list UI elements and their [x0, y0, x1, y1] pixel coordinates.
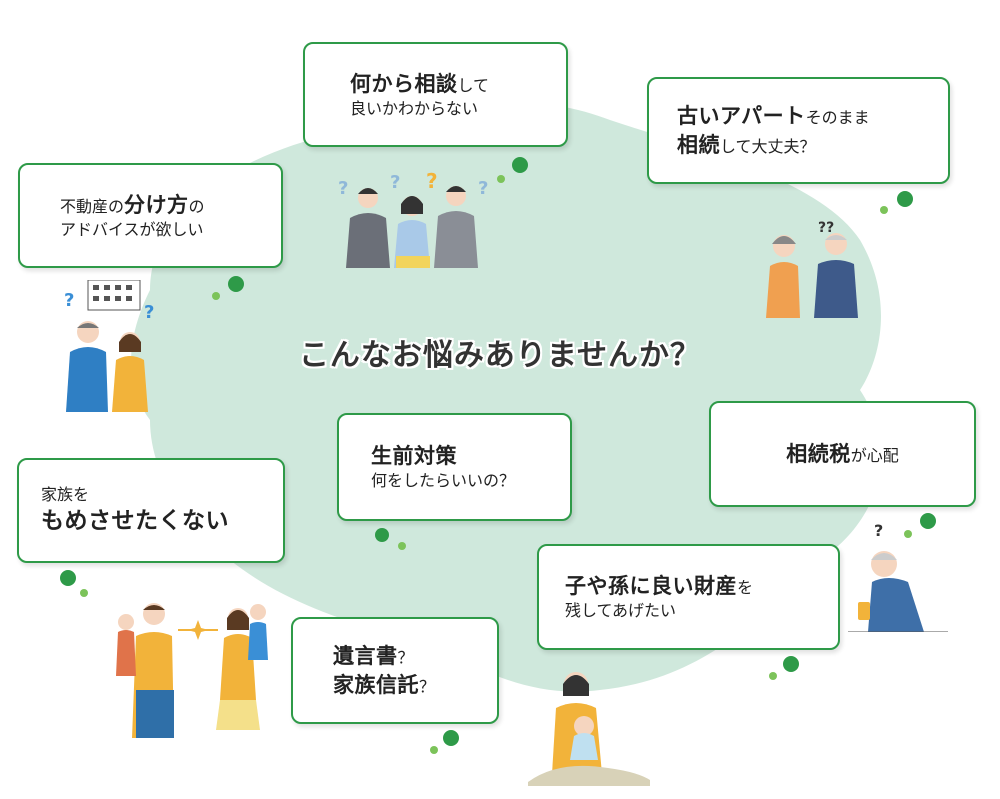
- question-mark-icon: ?: [426, 172, 438, 193]
- bubble-line-2: アドバイスが欲しい: [60, 219, 204, 239]
- bubble-good-assets: 子や孫に良い財産を 残してあげたい: [537, 544, 840, 650]
- headline: こんなお悩みありませんか？: [298, 338, 702, 373]
- illustration-elderly-man-phone: ?: [848, 521, 948, 632]
- bubble-line-2: 家族信託？: [333, 671, 497, 699]
- bubble-bold-text: 子や孫に良い財産: [565, 574, 737, 599]
- question-mark-icon: ??: [818, 220, 834, 236]
- bubble-bold-text: もめさせたくない: [41, 507, 229, 534]
- bubble-tail-dot-small: [398, 542, 406, 550]
- bubble-line-1: 何から相談して: [350, 70, 566, 98]
- bubble-tail-dot: [375, 528, 389, 542]
- man: [66, 321, 108, 412]
- father-with-child: [116, 603, 174, 738]
- bubble-no-family-conflict: 家族を もめさせたくない: [17, 458, 285, 563]
- illustration-three-people: ??? ?: [338, 172, 488, 268]
- bubble-line-2: 良いかわからない: [350, 98, 479, 118]
- illustration-couple-building: ? ?: [64, 280, 154, 412]
- bubble-tail-dot-small: [80, 589, 88, 597]
- illustration-elderly-couple: ??: [766, 220, 858, 318]
- bubble-tail-dot: [512, 157, 528, 173]
- bubble-bold-text: 相続: [677, 132, 720, 157]
- bubble-line-1: 古いアパートそのまま: [677, 102, 948, 130]
- bubble-where-to-consult: 何から相談して 良いかわからない: [303, 42, 568, 147]
- sparkle-icon: [178, 620, 218, 640]
- person-center: [394, 196, 430, 268]
- bubble-tail-dot: [920, 513, 936, 529]
- bubble-tail-dot: [443, 730, 459, 746]
- bubble-line-1: 相続税が心配: [786, 440, 899, 468]
- bubble-text: して: [457, 75, 490, 95]
- bubble-tail-dot: [783, 656, 799, 672]
- bubble-text: して大丈夫？: [720, 136, 816, 156]
- bubble-tail-dot: [60, 570, 76, 586]
- bubble-bold-text: 分け方: [124, 192, 189, 217]
- person-right: [434, 186, 478, 268]
- bubble-line-1: 不動産の分け方の: [60, 191, 281, 219]
- question-mark-icon: ?: [874, 521, 883, 540]
- bubble-tail-dot-small: [880, 206, 888, 214]
- bubble-text: そのまま: [805, 108, 870, 128]
- illustration-mother-baby: [528, 672, 650, 786]
- elderly-man: [814, 233, 858, 318]
- bubble-bold-text: 何から相談: [350, 71, 458, 96]
- question-mark-icon: ?: [144, 302, 154, 323]
- bubble-tail-dot-small: [497, 175, 505, 183]
- building-icon: [87, 280, 141, 311]
- bubble-bold-text: 遺言書: [333, 644, 398, 669]
- bubble-pre-death-measures: 生前対策 何をしたらいいの？: [337, 413, 572, 521]
- woman: [112, 332, 148, 412]
- bubble-tail-dot-small: [212, 292, 220, 300]
- bubble-text: を: [737, 578, 754, 598]
- baby: [574, 716, 594, 736]
- bubble-tail-dot-small: [904, 530, 912, 538]
- svg-text:?: ?: [338, 178, 348, 199]
- bubble-inheritance-tax: 相続税が心配: [709, 401, 976, 507]
- bubble-text: 不動産の: [60, 196, 125, 216]
- svg-text:?: ?: [478, 178, 488, 199]
- bubble-bold-text: 相続税: [786, 441, 851, 466]
- bubble-bold-text: 生前対策: [371, 444, 457, 469]
- bubble-bold-text: 家族信託: [333, 672, 419, 697]
- bubble-text: の: [188, 196, 205, 216]
- mother-with-child: [216, 604, 268, 730]
- illustration-family-conflict: [116, 603, 268, 738]
- bubble-line-1: 家族を: [41, 485, 90, 505]
- bubble-line-2: 相続して大丈夫？: [677, 131, 948, 159]
- bubble-tail-dot-small: [430, 746, 438, 754]
- bubble-text: ？: [397, 648, 414, 668]
- bubble-old-apartment: 古いアパートそのまま 相続して大丈夫？: [647, 77, 950, 184]
- bubble-will-trust: 遺言書？ 家族信託？: [291, 617, 499, 724]
- question-mark-icon: ???: [338, 172, 488, 199]
- bubble-line-2: 残してあげたい: [565, 601, 677, 621]
- bubble-tail-dot-small: [769, 672, 777, 680]
- bubble-line-1: 遺言書？: [333, 642, 497, 670]
- elderly-woman: [766, 235, 800, 318]
- bubble-tail-dot: [228, 276, 244, 292]
- person-left: [346, 188, 390, 268]
- bubble-how-to-divide: 不動産の分け方の アドバイスが欲しい: [18, 163, 283, 268]
- bubble-text: が心配: [850, 445, 899, 465]
- bubble-text: ？: [419, 676, 436, 696]
- bubble-line-1: 子や孫に良い財産を: [565, 572, 838, 600]
- bubble-tail-dot: [897, 191, 913, 207]
- bubble-bold-text: 古いアパート: [677, 104, 806, 129]
- question-mark-icon: ?: [64, 290, 74, 311]
- phone-icon: [858, 602, 870, 620]
- bubble-line-2: 何をしたらいいの？: [371, 471, 516, 491]
- svg-text:?: ?: [390, 172, 400, 193]
